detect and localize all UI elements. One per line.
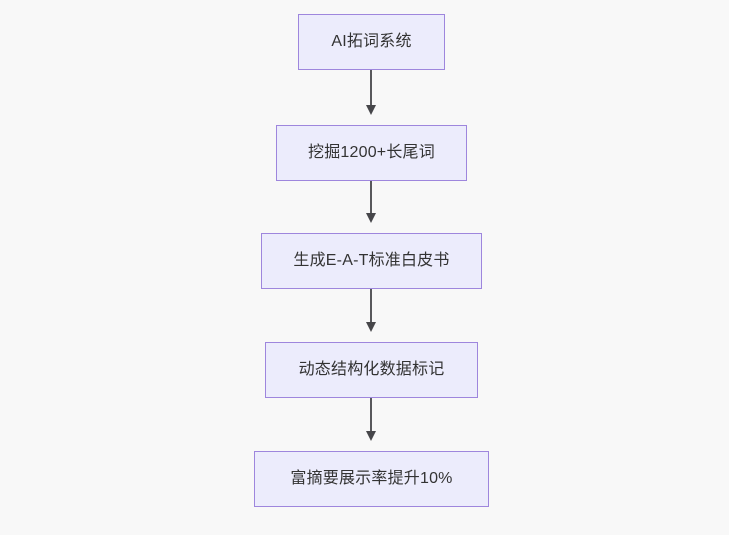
flow-node-dynamic-structured-data-markup[interactable]: 动态结构化数据标记 [265, 342, 478, 398]
flow-node-label: AI拓词系统 [331, 33, 412, 50]
flow-node-generate-eat-whitepaper[interactable]: 生成E-A-T标准白皮书 [261, 233, 482, 289]
edge-n2-n3 [370, 181, 372, 215]
flow-node-label: 动态结构化数据标记 [298, 361, 445, 378]
arrowhead-n4-n5 [365, 431, 376, 441]
flow-node-label: 生成E-A-T标准白皮书 [293, 252, 450, 269]
flow-node-ai-keyword-system[interactable]: AI拓词系统 [298, 14, 445, 70]
edge-n4-n5 [370, 398, 372, 433]
arrowhead-n1-n2 [365, 105, 376, 115]
flow-node-label: 挖掘1200+长尾词 [308, 144, 435, 161]
arrowhead-n3-n4 [365, 322, 376, 332]
flow-node-label: 富摘要展示率提升10% [290, 470, 453, 487]
edge-n3-n4 [370, 289, 372, 324]
flow-node-mine-longtail-keywords[interactable]: 挖掘1200+长尾词 [276, 125, 467, 181]
edge-n1-n2 [370, 70, 372, 107]
arrowhead-n2-n3 [365, 213, 376, 223]
flow-node-rich-snippet-rate-increase[interactable]: 富摘要展示率提升10% [254, 451, 489, 507]
